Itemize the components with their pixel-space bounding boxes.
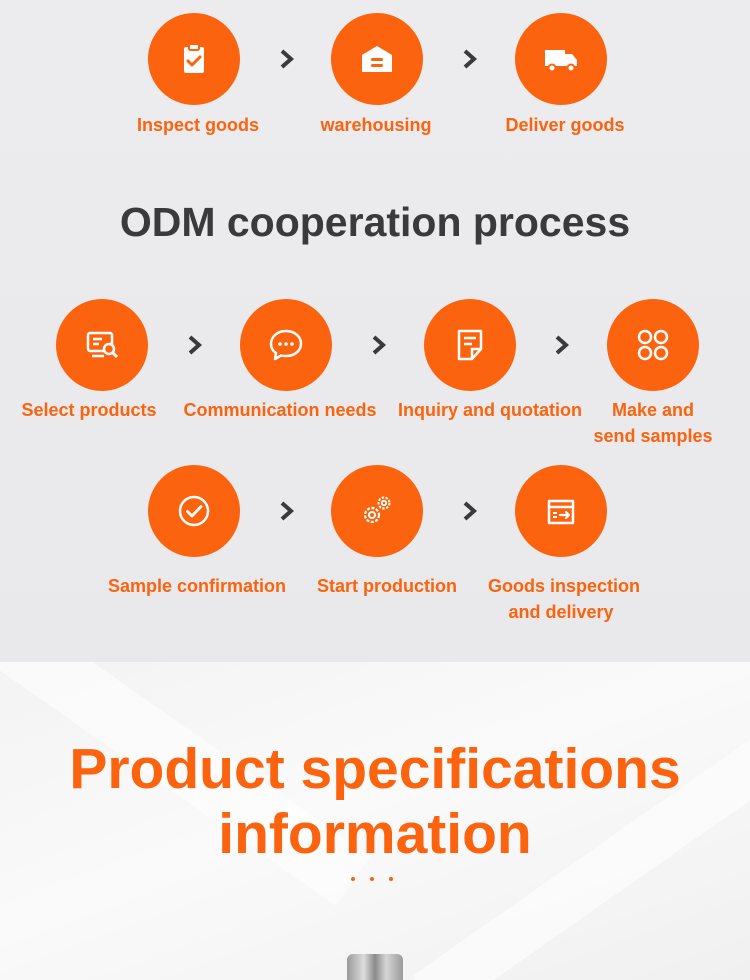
chevron-right-icon [555,335,570,355]
step-label: Inspect goods [136,115,259,135]
step-label: Inquiry and quotation [398,400,582,420]
truck-icon [545,50,577,73]
step-label: send samples [593,426,713,446]
deliver-goods-step [515,13,607,105]
chevron-right-icon [463,49,478,69]
process-section: Inspect goods warehousing Deliver goods … [0,0,750,662]
start-production-step [331,465,423,557]
grid-apps-icon [637,329,669,361]
chat-bubble-icon [269,329,303,361]
inquiry-step [424,299,516,391]
step-label: Start production [317,576,457,596]
step-label: Make and [611,400,695,420]
title-dots [351,868,408,886]
goods-delivery-step [515,465,607,557]
search-list-icon [86,331,119,359]
product-image [347,954,403,980]
step-label: Select products [21,400,157,420]
select-products-step [56,299,148,391]
step-label: Deliver goods [505,115,625,135]
check-circle-icon [178,495,210,527]
chevron-right-icon [463,501,478,521]
inspect-goods-step [148,13,240,105]
page-title: Product specifications information [0,737,750,867]
chevron-right-icon [280,501,295,521]
step-label: Communication needs [183,400,377,420]
box-delivery-icon [547,499,575,525]
step-label: Sample confirmation [107,576,287,596]
chevron-right-icon [372,335,387,355]
chevron-right-icon [280,49,295,69]
warehouse-icon [362,46,392,72]
clipboard-check-icon [184,43,204,73]
step-label: warehousing [320,115,432,135]
page-title-line2: information [218,802,532,866]
specs-section [0,662,750,980]
step-label: and delivery [508,602,614,622]
warehousing-step [331,13,423,105]
edit-document-icon [457,329,483,361]
page-title-line1: Product specifications [69,737,681,801]
sample-confirmation-step [148,465,240,557]
step-label: Goods inspection [487,576,640,596]
chevron-right-icon [188,335,203,355]
section-title: ODM cooperation process [119,199,631,245]
samples-step [607,299,699,391]
gears-icon [363,496,391,524]
communication-step [240,299,332,391]
